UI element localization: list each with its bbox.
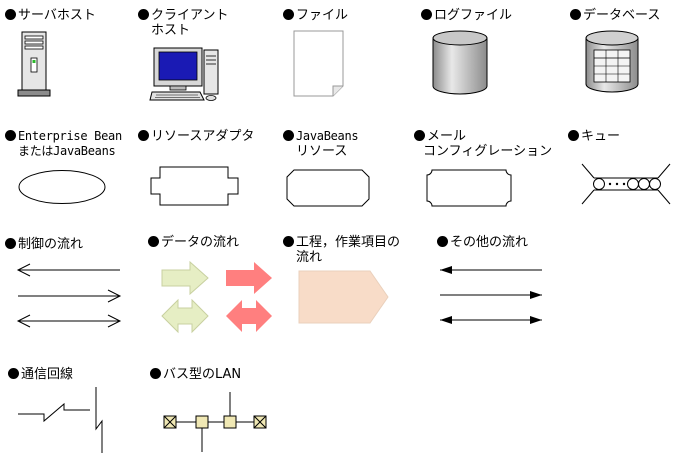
legend-label-comm-line: 通信回線 [8, 367, 73, 382]
resource-adapter-icon [150, 166, 240, 206]
other-flow-arrows-icon [438, 260, 544, 330]
log-file-cylinder-icon [432, 30, 488, 96]
legend-label-queue: キュー [568, 129, 620, 144]
bullet-icon [568, 130, 579, 141]
bullet-icon [5, 9, 16, 20]
legend-label-data-flow: データの流れ [148, 235, 239, 250]
bullet-icon [138, 9, 149, 20]
javabeans-resource-icon [286, 169, 370, 207]
file-icon [293, 30, 345, 98]
legend-label-control-flow: 制御の流れ [5, 237, 83, 252]
legend-label-process-flow: 工程，作業項目の流れ [283, 235, 400, 265]
bullet-icon [283, 9, 294, 20]
comm-line-icon [16, 385, 116, 455]
legend-label-file: ファイル [283, 8, 348, 23]
bullet-icon [150, 368, 161, 379]
bullet-icon [283, 130, 294, 141]
bullet-icon [148, 236, 159, 247]
legend-label-resource-adapter: リソースアダプタ [138, 129, 254, 144]
database-icon [584, 30, 640, 94]
bullet-icon [5, 130, 16, 141]
bullet-icon [5, 238, 16, 249]
bullet-icon [138, 130, 149, 141]
enterprise-bean-ellipse-icon [18, 169, 106, 205]
queue-icon [580, 162, 672, 206]
legend-label-database: データベース [570, 8, 660, 23]
bus-lan-icon [160, 390, 270, 454]
bullet-icon [437, 236, 448, 247]
server-host-icon [16, 30, 52, 100]
data-flow-arrows-icon [160, 260, 276, 336]
bullet-icon [414, 130, 425, 141]
legend-label-other-flow: その他の流れ [437, 235, 528, 250]
client-host-icon [149, 46, 220, 102]
process-flow-pentagon-icon [298, 270, 390, 326]
legend-label-server-host: サーバホスト [5, 8, 96, 23]
legend-label-client-host: クライアントホスト [138, 8, 228, 38]
bullet-icon [283, 236, 294, 247]
mail-config-icon [426, 169, 512, 207]
bullet-icon [8, 368, 19, 379]
bullet-icon [421, 9, 432, 20]
legend-label-log-file: ログファイル [421, 8, 512, 23]
legend-label-mail-config: メールコンフィグレーション [414, 129, 552, 159]
bullet-icon [570, 9, 581, 20]
legend-label-bus-lan: バス型のLAN [150, 367, 241, 382]
control-flow-arrows-icon [16, 260, 122, 330]
